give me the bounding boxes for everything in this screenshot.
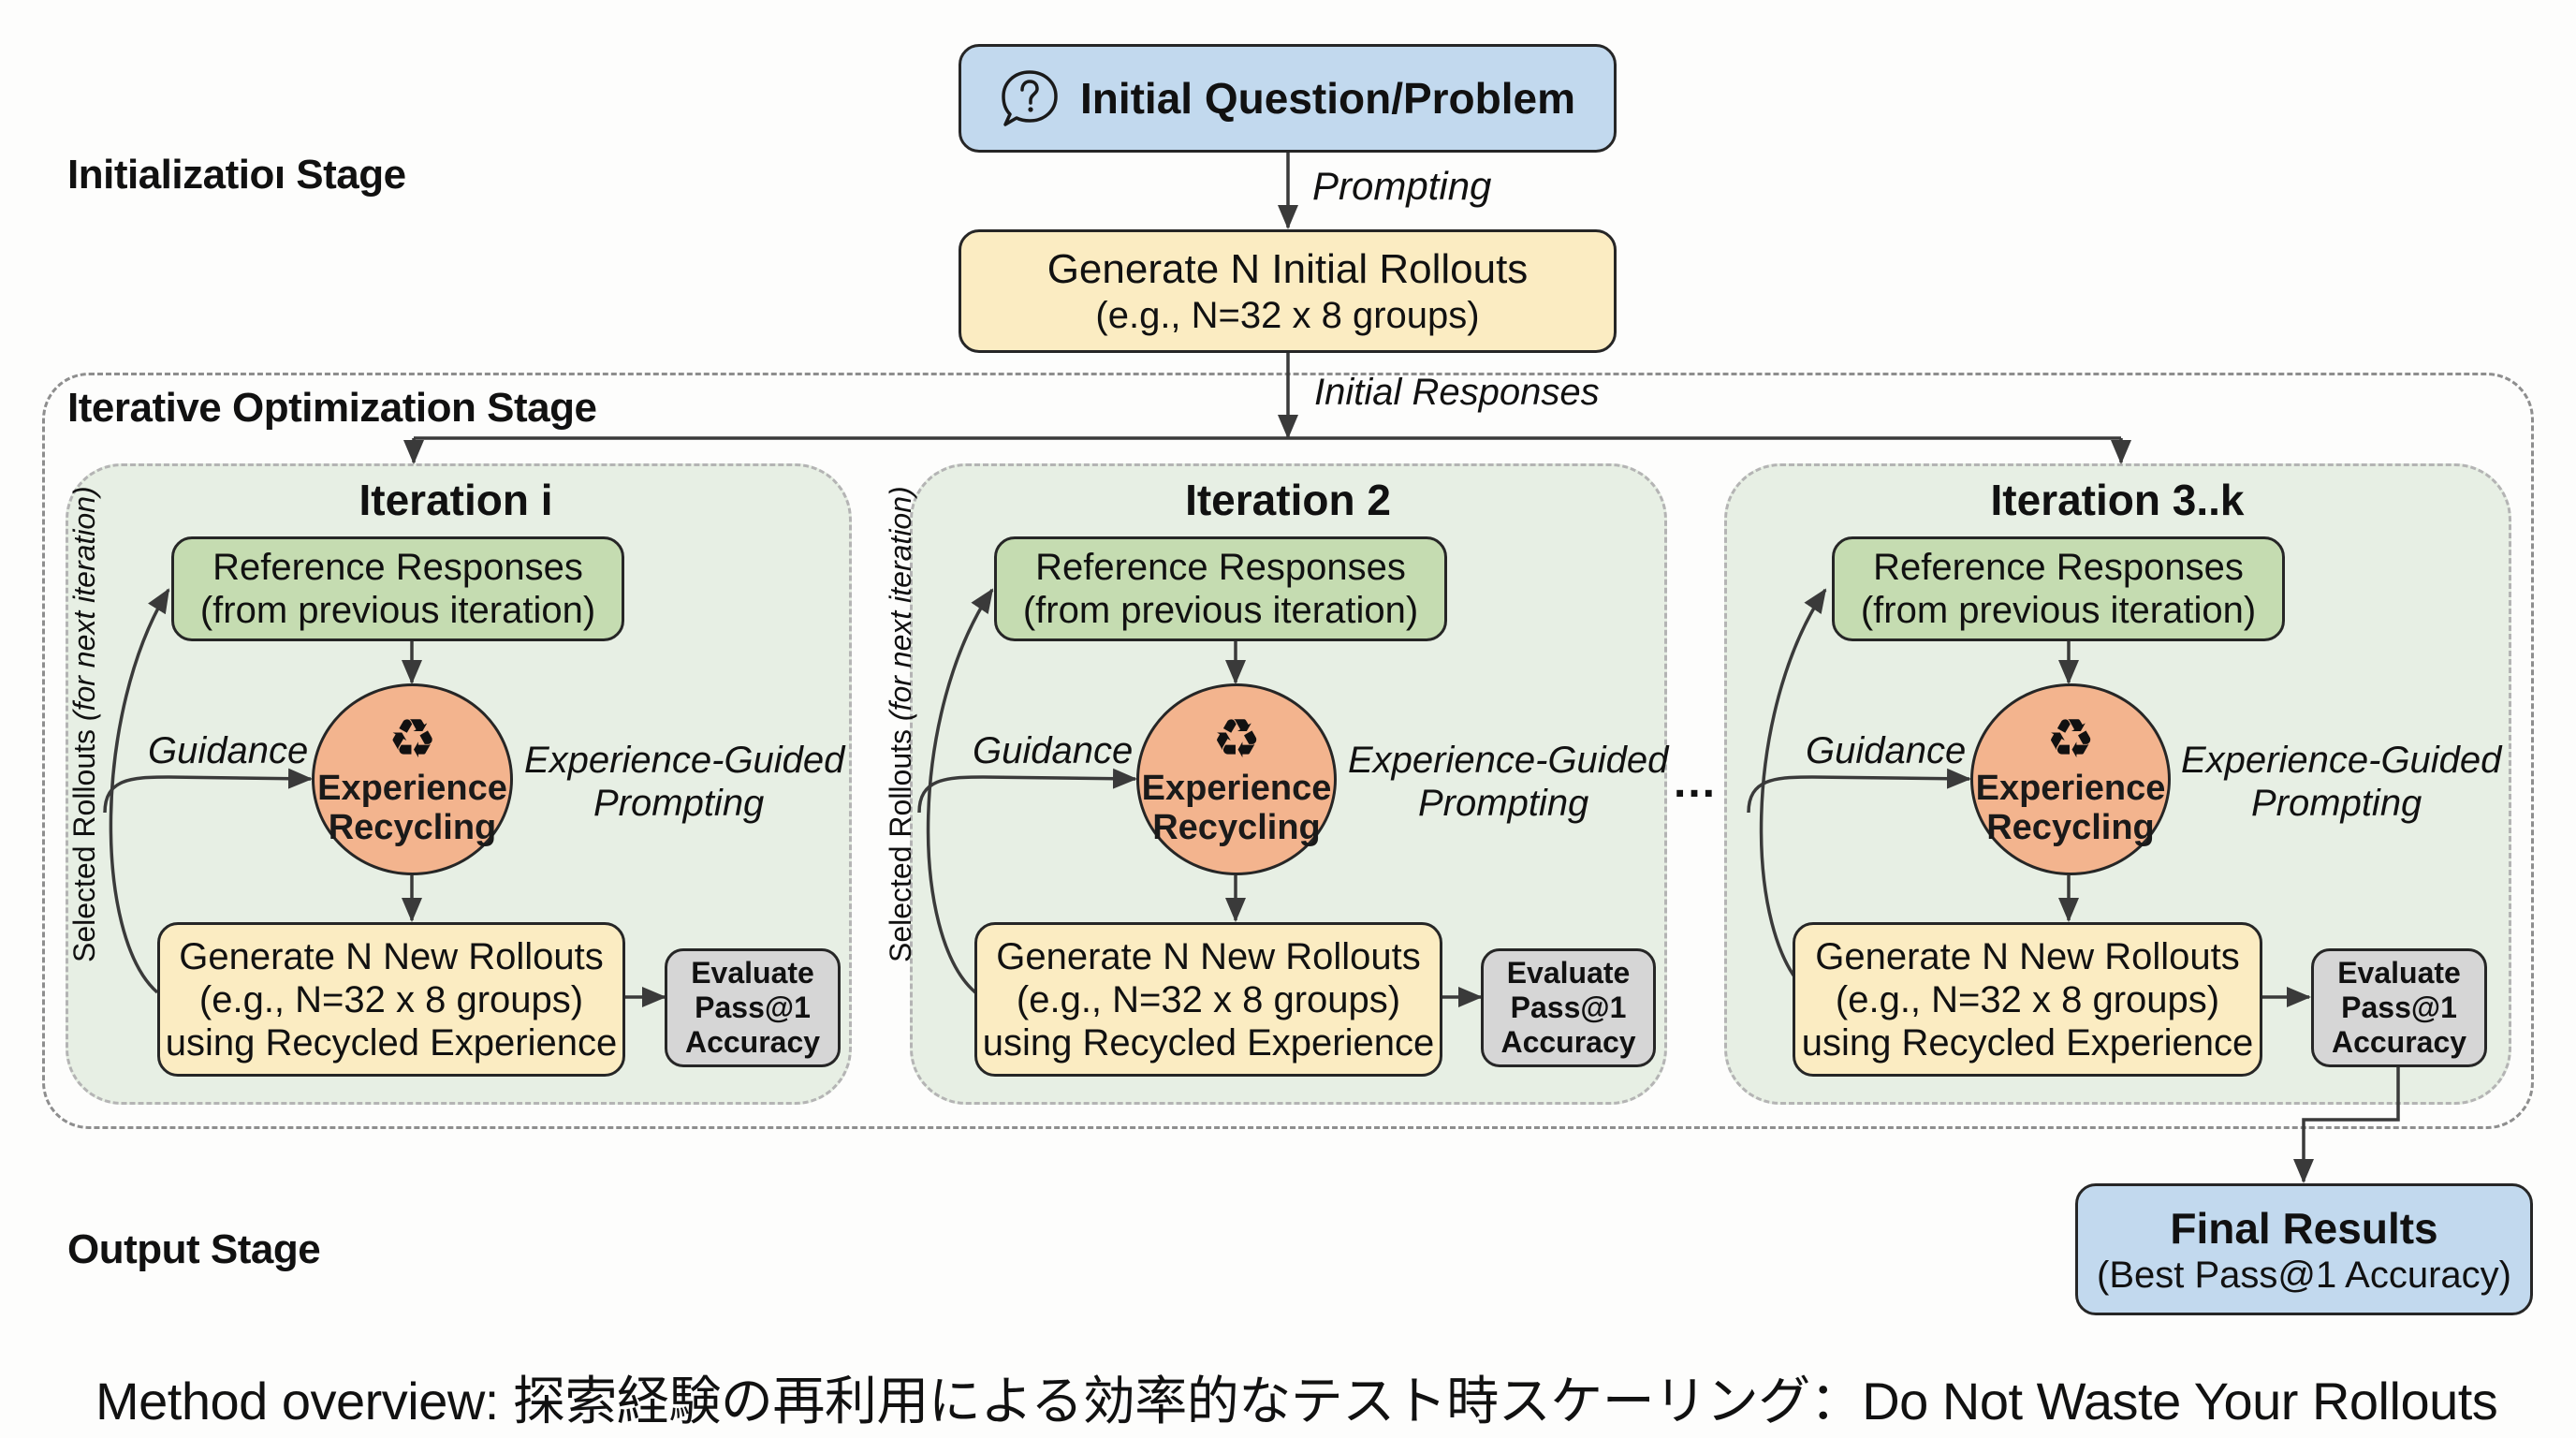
generate-line2: (e.g., N=32 x 8 groups) <box>1835 978 2220 1020</box>
reference-responses-box-1: Reference Responses (from previous itera… <box>171 536 624 641</box>
recycle-icon: ♻ <box>1212 708 1261 770</box>
generate-line1: Generate N New Rollouts <box>179 935 604 977</box>
guidance-label-2: Guidance <box>973 730 1134 771</box>
evaluate-box-1: Evaluate Pass@1 Accuracy <box>665 948 841 1067</box>
evaluate-line3: Accuracy <box>1500 1025 1636 1059</box>
output-stage-label: Output Stage <box>67 1226 321 1272</box>
experience-guided-label-3: Experience-Guided <box>2181 740 2502 781</box>
selected-rollouts-note: (for next iteration) <box>884 486 917 722</box>
prompting-label: Prompting <box>1312 164 1492 208</box>
evaluate-line3: Accuracy <box>2331 1025 2467 1059</box>
loop-selected-rollouts-2 <box>926 588 994 994</box>
experience-guided-label-1: Experience-Guided <box>524 740 845 781</box>
evaluate-line1: Evaluate <box>1506 956 1631 990</box>
more-iterations-ellipsis: ... <box>1674 757 1718 807</box>
recycling-line1: Experience <box>317 768 507 808</box>
iteration-1-title: Iteration i <box>359 476 553 524</box>
arrow-to-final-results <box>2293 1067 2400 1183</box>
evaluate-box-2: Evaluate Pass@1 Accuracy <box>1481 948 1656 1067</box>
experience-recycling-node-2: ♻ Experience Recycling <box>1136 683 1337 875</box>
generate-new-rollouts-box-2: Generate N New Rollouts (e.g., N=32 x 8 … <box>974 922 1442 1077</box>
evaluate-line2: Pass@1 <box>695 990 811 1024</box>
final-results-box: Final Results (Best Pass@1 Accuracy) <box>2075 1183 2533 1315</box>
initialization-stage-label: Initializatioı Stage <box>67 152 406 198</box>
recycling-line2: Recycling <box>1152 807 1321 847</box>
evaluate-line1: Evaluate <box>691 956 814 990</box>
reference-line2: (from previous iteration) <box>1022 590 1419 631</box>
reference-line2: (from previous iteration) <box>199 590 596 631</box>
recycling-line1: Experience <box>1141 768 1332 808</box>
selected-rollouts-note: (for next iteration) <box>67 486 101 722</box>
evaluate-line3: Accuracy <box>684 1025 821 1059</box>
generate-new-rollouts-box-3: Generate N New Rollouts (e.g., N=32 x 8 … <box>1793 922 2262 1077</box>
evaluate-box-3: Evaluate Pass@1 Accuracy <box>2311 948 2487 1067</box>
generate-line1: Generate N New Rollouts <box>1815 935 2240 977</box>
figure-caption: Method overview: 探索経験の再利用による効率的なテスト時スケーリ… <box>95 1372 2498 1431</box>
generate-line3: using Recycled Experience <box>1801 1021 2254 1064</box>
final-results-title: Final Results <box>2170 1203 2438 1253</box>
guidance-label-3: Guidance <box>1806 730 1967 771</box>
recycle-icon: ♻ <box>2046 708 2095 770</box>
evaluate-line2: Pass@1 <box>1510 990 1627 1024</box>
iteration-3-title: Iteration 3..k <box>1990 476 2245 524</box>
selected-rollouts-text: Selected Rollouts <box>884 728 917 962</box>
prompting-sub-label-2: Prompting <box>1418 783 1589 824</box>
experience-recycling-node-3: ♻ Experience Recycling <box>1970 683 2171 875</box>
reference-responses-box-2: Reference Responses (from previous itera… <box>994 536 1447 641</box>
recycling-line2: Recycling <box>1986 807 2155 847</box>
reference-line1: Reference Responses <box>1035 547 1406 588</box>
iterative-stage-label: Iterative Optimization Stage <box>67 385 597 431</box>
arrow-guidance-3 <box>1747 768 1971 814</box>
selected-rollouts-label-2: Selected Rollouts (for next iteration) <box>884 486 918 962</box>
generate-line2: (e.g., N=32 x 8 groups) <box>198 978 584 1020</box>
generate-initial-rollouts-box: Generate N Initial Rollouts (e.g., N=32 … <box>959 229 1617 353</box>
initial-question-label: Initial Question/Problem <box>1079 74 1576 123</box>
reference-responses-box-3: Reference Responses (from previous itera… <box>1832 536 2285 641</box>
generate-line3: using Recycled Experience <box>982 1021 1435 1064</box>
generate-line2: (e.g., N=32 x 8 groups) <box>1016 978 1401 1020</box>
question-bubble-icon <box>1000 68 1060 128</box>
generate-initial-line2: (e.g., N=32 x 8 groups) <box>1095 295 1480 336</box>
recycling-line2: Recycling <box>328 807 497 847</box>
experience-guided-label-2: Experience-Guided <box>1348 740 1669 781</box>
arrow-guidance-2 <box>917 768 1137 814</box>
reference-line2: (from previous iteration) <box>1860 590 2257 631</box>
selected-rollouts-label-1: Selected Rollouts (for next iteration) <box>67 486 102 962</box>
generate-new-rollouts-box-1: Generate N New Rollouts (e.g., N=32 x 8 … <box>157 922 625 1077</box>
initial-question-box: Initial Question/Problem <box>959 44 1617 153</box>
experience-recycling-node-1: ♻ Experience Recycling <box>312 683 513 875</box>
prompting-sub-label-3: Prompting <box>2251 783 2422 824</box>
recycle-icon: ♻ <box>388 708 437 770</box>
evaluate-line2: Pass@1 <box>2341 990 2457 1024</box>
arrow-guidance-1 <box>103 768 313 814</box>
loop-selected-rollouts-3 <box>1759 588 1827 994</box>
loop-selected-rollouts-1 <box>109 588 170 994</box>
guidance-label-1: Guidance <box>148 730 309 771</box>
prompting-sub-label-1: Prompting <box>593 783 765 824</box>
evaluate-line1: Evaluate <box>2337 956 2461 990</box>
generate-line1: Generate N New Rollouts <box>996 935 1421 977</box>
iteration-2-title: Iteration 2 <box>1185 476 1391 524</box>
generate-initial-line1: Generate N Initial Rollouts <box>1046 246 1529 292</box>
reference-line1: Reference Responses <box>1873 547 2244 588</box>
final-results-subtitle: (Best Pass@1 Accuracy) <box>2097 1254 2511 1296</box>
recycling-line1: Experience <box>1975 768 2166 808</box>
generate-line3: using Recycled Experience <box>165 1021 618 1064</box>
initial-responses-label: Initial Responses <box>1314 372 1600 413</box>
selected-rollouts-text: Selected Rollouts <box>67 728 101 962</box>
reference-line1: Reference Responses <box>212 547 583 588</box>
